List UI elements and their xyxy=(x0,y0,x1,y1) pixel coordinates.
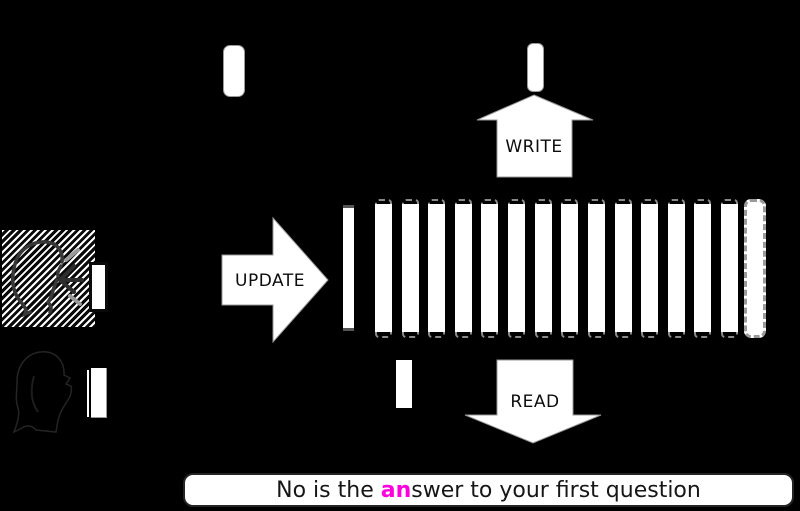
memory-slot-dashes xyxy=(721,199,738,338)
memory-cell xyxy=(588,199,605,338)
memory-slot-dashes xyxy=(375,199,392,338)
memory-bar xyxy=(694,204,711,332)
memory-cell xyxy=(668,199,685,338)
write-arrow-label: WRITE xyxy=(505,137,563,157)
input-encoding-bar xyxy=(89,262,108,312)
input-sentence-box xyxy=(2,230,95,327)
memory-slot-dashes xyxy=(402,199,419,338)
memory-bar xyxy=(588,204,605,332)
memory-slot-dashes xyxy=(561,199,578,338)
update-arrow-label: UPDATE xyxy=(235,271,305,291)
memory-cell xyxy=(481,199,498,338)
memory-slot-dashes xyxy=(508,199,525,338)
memory-slot-dashes xyxy=(535,199,552,338)
memory-bar xyxy=(402,204,419,332)
memory-bar xyxy=(428,204,445,332)
memory-bar xyxy=(508,204,525,332)
update-arrow xyxy=(221,216,329,343)
memory-slot-dashes xyxy=(615,199,632,338)
speaking-head-icon xyxy=(11,240,84,318)
memory-bar xyxy=(668,204,685,332)
hidden-state-bar xyxy=(223,45,245,97)
read-arrow-label: READ xyxy=(510,392,560,412)
write-output-bar xyxy=(527,43,544,92)
memory-cell xyxy=(561,199,578,338)
read-key-bar xyxy=(396,360,412,408)
memory-cell xyxy=(508,199,525,338)
memory-cell xyxy=(402,199,419,338)
memory-slot-dashes xyxy=(428,199,445,338)
answer-text-highlight: an xyxy=(380,477,412,503)
memory-slot-dashes xyxy=(455,199,472,338)
write-arrow xyxy=(476,94,594,178)
memory-slot-dashes xyxy=(481,199,498,338)
read-arrow xyxy=(464,359,602,444)
answer-text-suffix: swer to your first question xyxy=(411,477,701,503)
memory-bar xyxy=(641,204,658,332)
memory-bar xyxy=(481,204,498,332)
question-encoding-edge xyxy=(87,370,89,417)
person-silhouette-icon xyxy=(12,351,73,434)
memory-slot-dashes xyxy=(641,199,658,338)
memory-slot-dashes xyxy=(588,199,605,338)
memory-cell xyxy=(641,199,658,338)
memory-bar xyxy=(375,204,392,332)
memory-bar xyxy=(561,204,578,332)
memory-bar xyxy=(535,204,552,332)
memory-bar xyxy=(615,204,632,332)
memory-cell xyxy=(375,199,392,338)
memory-cell xyxy=(615,199,632,338)
memory-input-bar xyxy=(343,205,354,331)
memory-cell xyxy=(694,199,711,338)
memory-cell xyxy=(721,199,738,338)
memory-bar xyxy=(455,204,472,332)
question-encoding-bar xyxy=(91,368,107,418)
memory-bar xyxy=(721,204,738,332)
memory-slot-dashes xyxy=(694,199,711,338)
memory-slot-dashes xyxy=(668,199,685,338)
memory-cell xyxy=(428,199,445,338)
answer-text-prefix: No is the xyxy=(276,477,381,503)
memory-cell xyxy=(535,199,552,338)
memory-cell xyxy=(455,199,472,338)
memory-empty-slot xyxy=(744,199,766,338)
